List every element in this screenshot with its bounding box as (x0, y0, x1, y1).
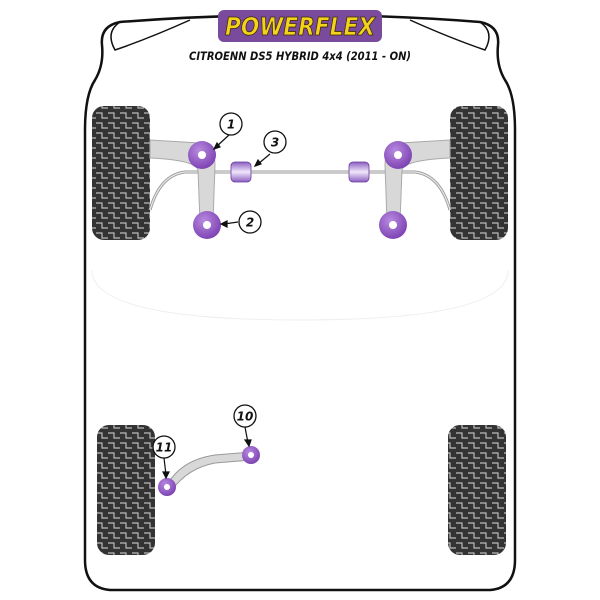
bush-2-left (193, 211, 221, 239)
bush-1-left (188, 141, 216, 169)
tyre-front-right (450, 106, 508, 240)
bush-1-right (384, 141, 412, 169)
label-3-text: 3 (271, 136, 279, 150)
logo-text: POWERFLEX (225, 12, 376, 41)
anti-roll-bar (148, 170, 452, 211)
label-11-text: 11 (156, 441, 173, 455)
label-2: 2 (238, 210, 262, 234)
tyre-rear-left (97, 425, 155, 555)
bush-10 (242, 446, 260, 464)
bush-11 (158, 478, 176, 496)
label-10-text: 10 (237, 410, 254, 424)
bush-3-right (348, 161, 370, 183)
car-body-outline (83, 13, 517, 592)
bush-3-left (230, 161, 252, 183)
rear-arm (165, 451, 252, 491)
vehicle-subtitle: CITROENN DS5 HYBRID 4x4 (2011 - ON) (189, 49, 411, 63)
label-2-text: 2 (246, 216, 254, 230)
leader-lines (162, 134, 271, 480)
label-3: 3 (263, 130, 287, 154)
label-11: 11 (152, 435, 176, 459)
label-1: 1 (219, 112, 243, 136)
label-1-text: 1 (227, 118, 235, 132)
tyre-front-left (92, 106, 150, 240)
tyre-rear-right (448, 425, 506, 555)
powerflex-logo: POWERFLEX (218, 10, 382, 42)
label-10: 10 (233, 404, 257, 428)
bush-2-right (379, 211, 407, 239)
